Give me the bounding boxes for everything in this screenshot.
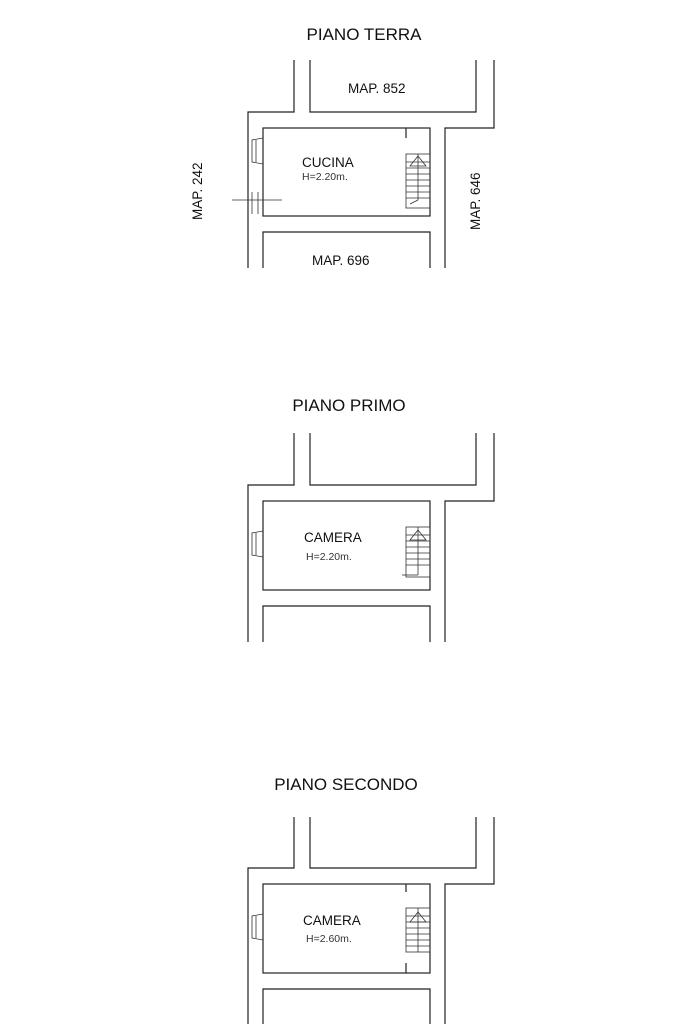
fireplace-niche-primo xyxy=(251,530,264,558)
room-camera-primo xyxy=(262,500,431,591)
room-lower-primo xyxy=(262,605,431,642)
staircase-terra xyxy=(405,153,431,209)
outer-wall-right-secondo xyxy=(444,817,495,1024)
fireplace-niche xyxy=(251,137,264,165)
floor-plan-piano-primo: PIANO PRIMO CAMERA H=2.20m. xyxy=(247,396,495,642)
room-height-terra: H=2.20m. xyxy=(302,171,348,183)
room-lower-secondo xyxy=(262,988,431,1024)
staircase-primo xyxy=(402,526,431,578)
floor-title-secondo: PIANO SECONDO xyxy=(274,775,418,794)
room-name-cucina: CUCINA xyxy=(302,155,354,170)
room-name-camera-primo: CAMERA xyxy=(304,530,362,545)
floor-plan-piano-secondo: PIANO SECONDO CAMERA H=2.60m. xyxy=(247,775,495,1024)
neighbor-label-top: MAP. 852 xyxy=(348,81,406,96)
floor-title-primo: PIANO PRIMO xyxy=(292,396,405,415)
outer-wall-left-secondo xyxy=(247,817,477,1024)
neighbor-label-right: MAP. 646 xyxy=(468,172,483,230)
room-name-camera-secondo: CAMERA xyxy=(303,913,361,928)
outer-wall-right xyxy=(444,60,495,268)
neighbor-label-left: MAP. 242 xyxy=(190,162,205,220)
room-lower xyxy=(262,231,431,268)
room-height-primo: H=2.20m. xyxy=(306,551,352,563)
neighbor-label-bottom: MAP. 696 xyxy=(312,253,370,268)
fireplace-niche-secondo xyxy=(251,913,264,941)
floor-plan-piano-terra: PIANO TERRA CUCINA xyxy=(190,25,495,268)
outer-wall-left-primo xyxy=(247,433,477,642)
outer-wall-right-primo xyxy=(444,433,495,642)
room-height-secondo: H=2.60m. xyxy=(306,933,352,945)
room-camera-secondo xyxy=(262,883,431,974)
outer-wall-left xyxy=(247,60,477,268)
staircase-secondo xyxy=(405,907,431,953)
floor-title-terra: PIANO TERRA xyxy=(307,25,423,44)
